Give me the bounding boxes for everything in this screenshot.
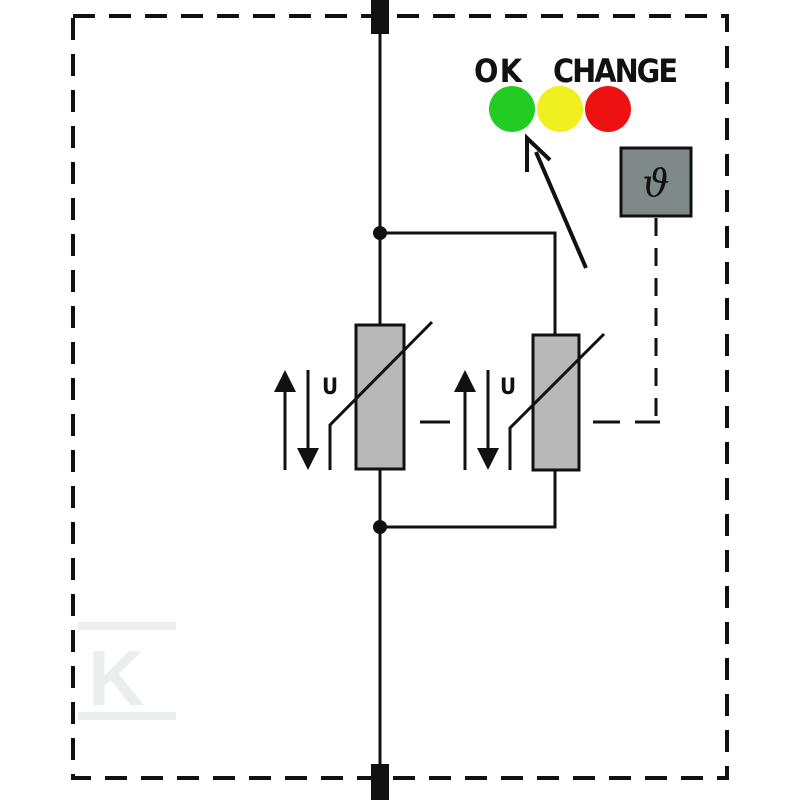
varistor-2: U: [454, 332, 606, 472]
junction-dot-top: [373, 226, 387, 240]
varistor-1-down-arrow: [297, 370, 319, 470]
indicator-pointer-arrow: [525, 133, 588, 269]
varistor-1-up-arrow: [274, 370, 296, 470]
junction-dot-bottom: [373, 520, 387, 534]
status-dot-yellow: [537, 86, 583, 132]
top-terminal: [371, 0, 389, 34]
status-indicator: OK CHANGE: [474, 52, 678, 132]
varistor-1-body: [354, 323, 406, 471]
thermal-disconnector: ϑ: [619, 146, 693, 218]
bottom-terminal: [371, 764, 389, 800]
varistor-1: U: [274, 320, 434, 471]
varistor-1-characteristic: [328, 320, 434, 470]
varistor-2-down-arrow: [477, 370, 499, 470]
varistor-2-voltage-label: U: [500, 375, 516, 400]
varistor-2-characteristic: [508, 332, 606, 470]
status-dot-green: [489, 86, 535, 132]
theta-symbol: ϑ: [642, 161, 669, 205]
ok-label: OK: [474, 52, 524, 90]
varistor-1-voltage-label: U: [322, 375, 338, 400]
branch-bottom-wire: [380, 470, 557, 529]
watermark-letter: K: [88, 634, 144, 722]
branch-top-wire: [380, 231, 557, 335]
varistor-2-body: [531, 333, 581, 472]
varistor-2-up-arrow: [454, 370, 476, 470]
change-label: CHANGE: [553, 52, 678, 90]
thermal-box: [619, 146, 693, 218]
thermal-coupling-line: [420, 218, 660, 424]
status-dot-red: [585, 86, 631, 132]
device-enclosure: [71, 14, 729, 780]
watermark-logo: K: [78, 622, 176, 722]
